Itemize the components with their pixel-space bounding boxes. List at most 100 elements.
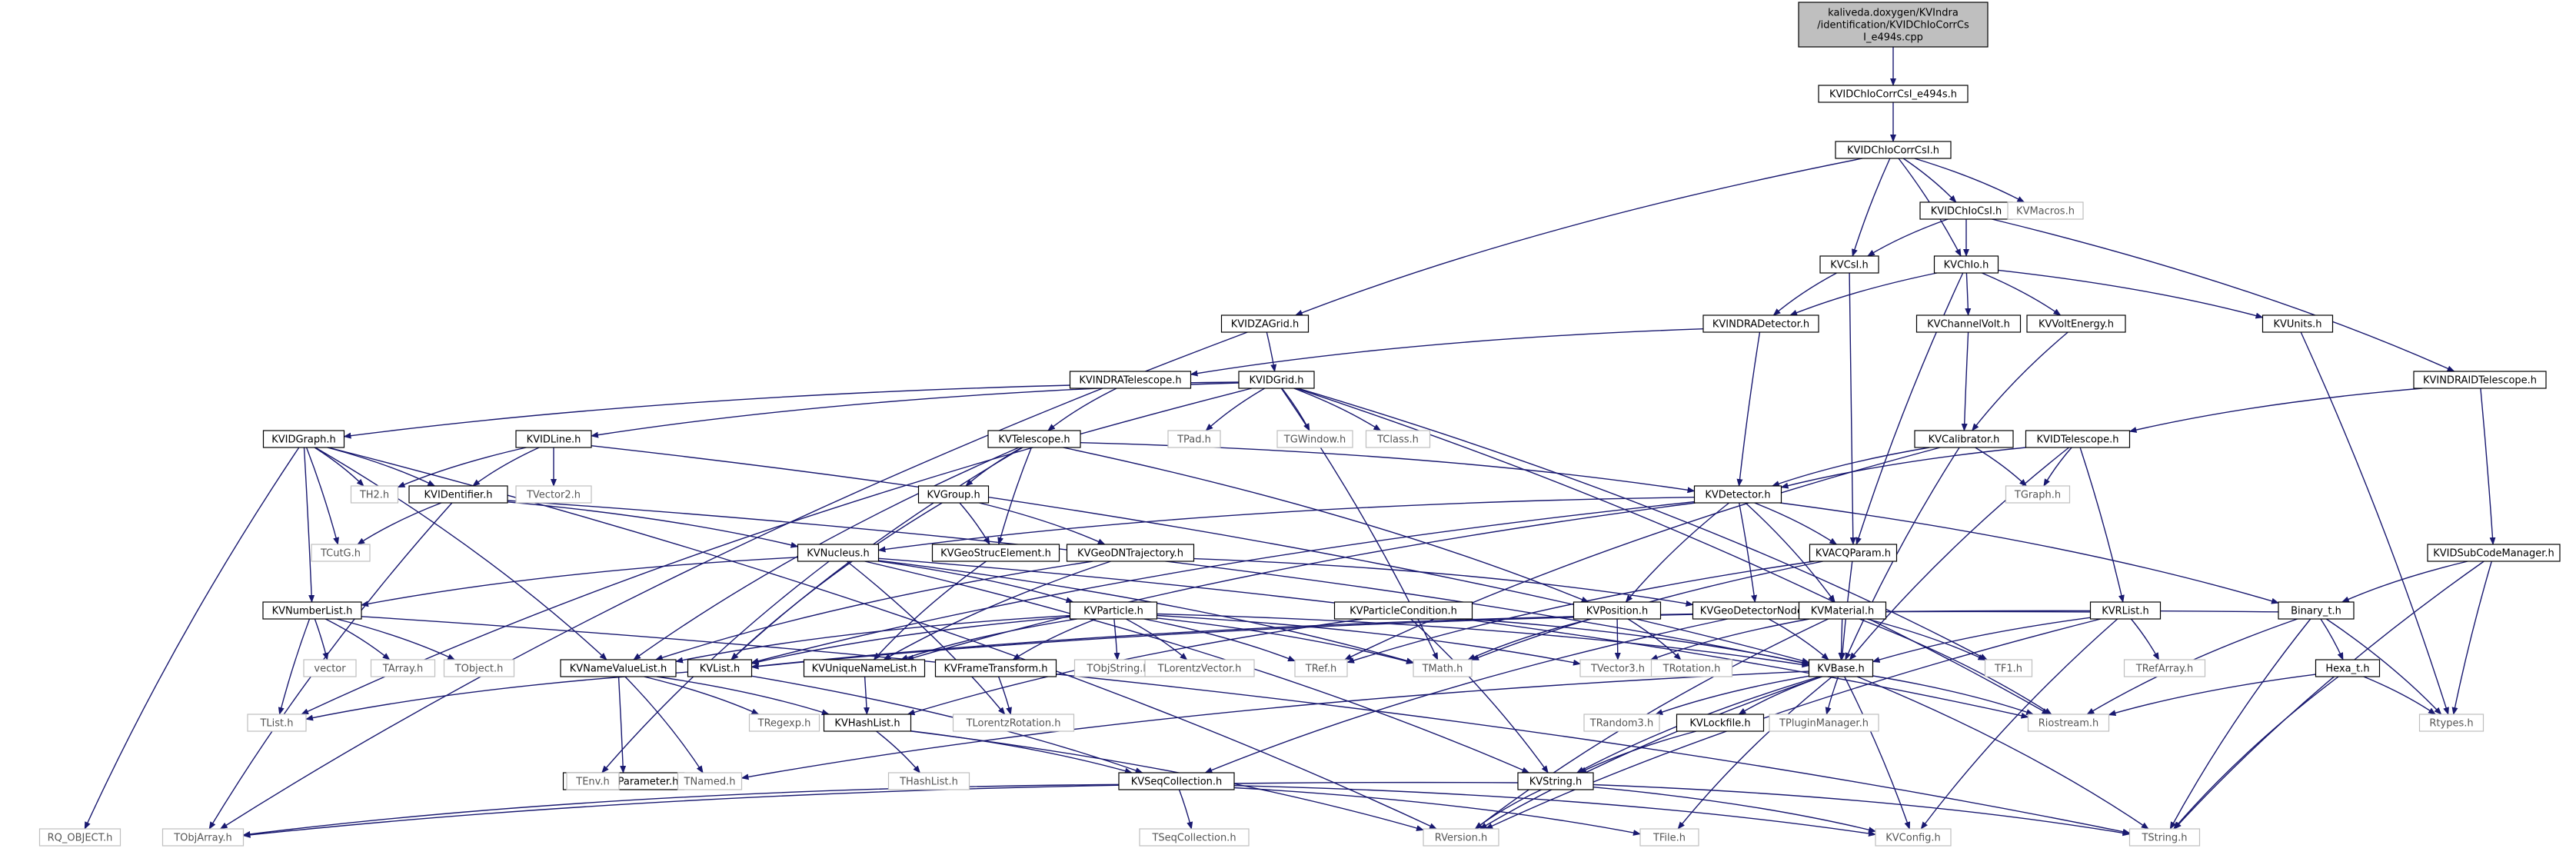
node-kvparticle[interactable]: KVParticle.h <box>1069 601 1158 620</box>
edge-rlist-to-kvbase <box>1872 617 2091 663</box>
node-uniquenamelist[interactable]: KVUniqueNameList.h <box>803 659 926 677</box>
node-idtelescope[interactable]: KVIDTelescope.h <box>2025 430 2131 448</box>
edge-kvbase-to-rversion <box>1479 676 1822 830</box>
node-voltenergy[interactable]: KVVoltEnergy.h <box>2026 314 2126 333</box>
edge-partcond-to-kvstring <box>1410 618 1549 773</box>
edge-kvmaterial-to-tf1 <box>1866 618 1986 661</box>
node-box-tlorentzvector <box>1144 659 1255 677</box>
node-label-indradet: KVINDRADetector.h <box>1712 319 1809 331</box>
node-kvlist[interactable]: KVList.h <box>687 659 753 677</box>
node-kvbase[interactable]: KVBase.h <box>1808 659 1874 677</box>
edge-geodntraj-to-uniquenamelist <box>883 561 1111 660</box>
edge-kvbase-to-tstring <box>1856 676 2149 830</box>
node-root[interactable]: kaliveda.doxygen/KVIndra/identification/… <box>1798 2 1989 48</box>
edge-detector-to-kvlist <box>751 501 1695 664</box>
node-box-kvchio <box>1933 255 1999 274</box>
node-idline[interactable]: KVIDLine.h <box>515 430 592 448</box>
node-subcodemgr[interactable]: KVIDSubCodeManager.h <box>2427 544 2561 562</box>
node-geostruc[interactable]: KVGeoStrucElement.h <box>931 544 1060 562</box>
edge-namevaluelist-to-tnamed <box>624 676 704 773</box>
node-chanvolt[interactable]: KVChannelVolt.h <box>1915 314 2022 333</box>
node-calibrator[interactable]: KVCalibrator.h <box>1914 430 2014 448</box>
node-acqparam[interactable]: KVACQParam.h <box>1809 544 1898 562</box>
edge-kvbase-to-kvconfig <box>1844 676 1911 830</box>
node-box-rversion <box>1423 828 1499 847</box>
edge-idtelescope-to-rlist <box>2079 447 2125 603</box>
node-label-telescope: KVTelescope.h <box>998 434 1070 446</box>
node-label-rlist: KVRList.h <box>2102 606 2149 617</box>
node-indradet[interactable]: KVINDRADetector.h <box>1702 314 1819 333</box>
node-hexat[interactable]: Hexa_t.h <box>2315 659 2381 677</box>
node-indraidtel[interactable]: KVINDRAIDTelescope.h <box>2413 371 2547 389</box>
node-kvmaterial[interactable]: KVMaterial.h <box>1798 601 1887 620</box>
node-corre494[interactable]: KVIDChIoCorrCsI_e494s.h <box>1818 85 1969 103</box>
node-binaryt[interactable]: Binary_t.h <box>2278 601 2355 620</box>
node-detector[interactable]: KVDetector.h <box>1693 485 1782 504</box>
edge-hashlist-to-thashlist <box>876 730 921 773</box>
node-kvcsi[interactable]: KVCsI.h <box>1819 255 1879 274</box>
node-tref: TRef.h <box>1294 659 1348 677</box>
node-box-tlist <box>247 714 307 732</box>
node-box-idtelescope <box>2025 430 2131 448</box>
node-corr[interactable]: KVIDChIoCorrCsI.h <box>1835 141 1952 159</box>
edge-kvnucleus-to-kvstring <box>864 561 1530 773</box>
node-hashlist[interactable]: KVHashList.h <box>823 714 912 732</box>
node-idgrid[interactable]: KVIDGrid.h <box>1238 371 1315 389</box>
node-box-indratel <box>1069 371 1192 389</box>
node-label-kvstring: KVString.h <box>1529 777 1583 788</box>
edge-calibrator-to-tgraph <box>1975 447 2028 487</box>
node-chiocsi[interactable]: KVIDChIoCsI.h <box>1919 201 2013 220</box>
node-label-kvchio: KVChIo.h <box>1944 260 1989 271</box>
edge-corr-to-chiocsi <box>1902 158 1957 203</box>
edge-idgraph-to-tcutg <box>305 447 339 545</box>
node-geodntraj[interactable]: KVGeoDNTrajectory.h <box>1066 544 1195 562</box>
node-box-tpad <box>1167 430 1221 448</box>
node-partcond[interactable]: KVParticleCondition.h <box>1333 601 1473 620</box>
node-box-zagrid <box>1220 314 1310 333</box>
node-box-vector <box>303 659 357 677</box>
node-box-geostruc <box>931 544 1060 562</box>
node-frametransform[interactable]: KVFrameTransform.h <box>934 659 1057 677</box>
node-box-tlorentzrot <box>952 714 1075 732</box>
edge-zagrid-to-tobjarray <box>219 331 1248 830</box>
node-label-kvlist: KVList.h <box>700 664 741 675</box>
edge-hexat-to-tstring <box>2173 676 2339 830</box>
edge-kvchio-to-indradet <box>1789 272 1938 316</box>
node-idgraph[interactable]: KVIDGraph.h <box>262 430 345 448</box>
node-box-chanvolt <box>1915 314 2022 333</box>
node-seqcollection[interactable]: KVSeqCollection.h <box>1118 772 1235 790</box>
edge-kvparticle-to-kvlist <box>751 616 1070 665</box>
node-telescope[interactable]: KVTelescope.h <box>987 430 1081 448</box>
node-box-rqobject <box>38 828 121 847</box>
node-kvposition[interactable]: KVPosition.h <box>1573 601 1662 620</box>
edge-idline-to-identifier <box>472 447 540 487</box>
node-geodetnode[interactable]: KVGeoDetectorNode.h <box>1692 601 1821 620</box>
node-box-kvlist <box>687 659 753 677</box>
edge-rlist-to-kvconfig <box>1920 618 2118 830</box>
edge-kvstring-to-rversion <box>1474 789 1542 830</box>
node-kvstring[interactable]: KVString.h <box>1517 772 1594 790</box>
node-rlist[interactable]: KVRList.h <box>2089 601 2162 620</box>
edge-geodetnode-to-seqcollection <box>1204 618 1728 773</box>
node-lockfile[interactable]: KVLockfile.h <box>1676 714 1765 732</box>
edge-acqparam-to-tref <box>1346 561 1815 664</box>
node-identifier[interactable]: KVIDentifier.h <box>408 485 508 504</box>
node-kvnucleus[interactable]: KVNucleus.h <box>797 544 880 562</box>
node-indratel[interactable]: KVINDRATelescope.h <box>1069 371 1192 389</box>
node-kvchio[interactable]: KVChIo.h <box>1933 255 1999 274</box>
node-tobject: TObject.h <box>443 659 515 677</box>
node-numberlist[interactable]: KVNumberList.h <box>262 601 362 620</box>
edge-zagrid-to-idgrid <box>1266 331 1277 372</box>
edge-numberlist-to-tobject <box>336 618 456 660</box>
node-zagrid[interactable]: KVIDZAGrid.h <box>1220 314 1310 333</box>
node-namevaluelist[interactable]: KVNameValueList.h <box>560 659 677 677</box>
node-box-tobjarray <box>161 828 245 847</box>
edge-idline-to-kvbase <box>591 445 1810 664</box>
node-box-partcond <box>1333 601 1473 620</box>
node-kvgroup[interactable]: KVGroup.h <box>917 485 990 504</box>
edge-voltenergy-to-calibrator <box>1972 331 2068 431</box>
node-label-tf1: TF1.h <box>1994 664 2022 675</box>
edge-kvcsi-to-indradet <box>1772 272 1837 316</box>
node-kvunits[interactable]: KVUnits.h <box>2261 314 2334 333</box>
edge-idline-to-th2 <box>397 447 527 488</box>
